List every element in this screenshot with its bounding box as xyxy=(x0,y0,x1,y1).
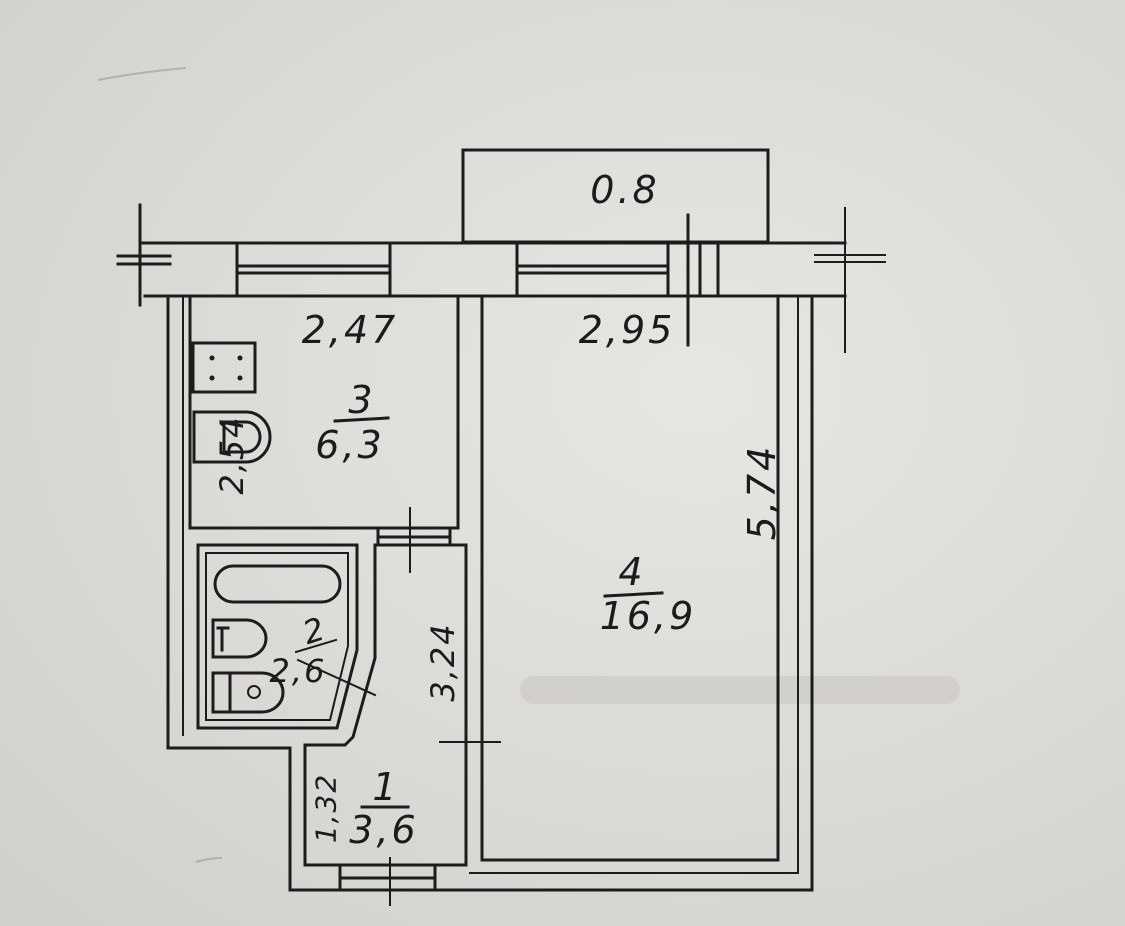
dimension-label-bottom-left-vertical: 1,32 xyxy=(310,773,343,843)
entrance-door xyxy=(338,863,437,892)
right-break-marker xyxy=(814,207,886,353)
stove-burner-icon xyxy=(209,375,215,381)
outer-wall-inner-line xyxy=(182,295,799,874)
hallway-dimension-tick xyxy=(439,725,501,759)
room-4-outline xyxy=(480,294,780,862)
room-1-area: 3,6 xyxy=(349,808,418,852)
top-exterior-wall xyxy=(138,241,847,298)
stove-burner-icon xyxy=(237,355,243,361)
bathroom-inner-outline xyxy=(205,552,349,721)
room-2-area: 2,6 xyxy=(270,652,327,690)
room-2-underline xyxy=(294,638,338,654)
dimension-label-left-vertical: 2,54 xyxy=(213,415,251,494)
outer-wall xyxy=(166,294,814,892)
kitchen-door xyxy=(376,526,452,547)
dimension-label-middle-vertical: 3,24 xyxy=(424,622,462,701)
dimension-label-top-right: 2,95 xyxy=(579,308,676,352)
room-1-number: 1 xyxy=(372,765,399,809)
window-left xyxy=(235,241,392,298)
dimension-label-top-left: 2,47 xyxy=(302,308,399,352)
bathroom-outline xyxy=(196,543,359,730)
stove-burner-icon xyxy=(237,375,243,381)
kitchen-outline xyxy=(188,294,460,530)
room-4-number: 4 xyxy=(618,550,645,594)
kitchen-sink-icon xyxy=(192,410,272,464)
dimension-label-right-vertical: 5,74 xyxy=(740,444,784,541)
bathroom-door-swing xyxy=(296,658,377,697)
hallway-outline xyxy=(303,543,468,867)
balcony-area-label: 0.8 xyxy=(590,168,659,212)
stove-icon xyxy=(191,341,257,394)
room-4-area: 16,9 xyxy=(600,594,697,638)
room-3-area: 6,3 xyxy=(315,423,384,467)
balcony-door xyxy=(698,241,720,298)
room-4-underline xyxy=(603,591,664,598)
paper-mark xyxy=(97,67,187,81)
window-right xyxy=(515,241,670,298)
left-break-marker xyxy=(116,203,172,307)
bathroom-door xyxy=(303,543,377,747)
photocopy-smudge xyxy=(520,676,960,704)
paper-mark xyxy=(195,857,223,863)
toilet-bowl-icon xyxy=(247,685,261,699)
toilet-icon xyxy=(211,671,285,714)
room-3-underline xyxy=(333,416,390,423)
room-3-number: 3 xyxy=(348,378,375,422)
bathtub-icon xyxy=(213,564,342,604)
bathroom-sink-icon xyxy=(211,618,268,659)
stove-burner-icon xyxy=(209,355,215,361)
